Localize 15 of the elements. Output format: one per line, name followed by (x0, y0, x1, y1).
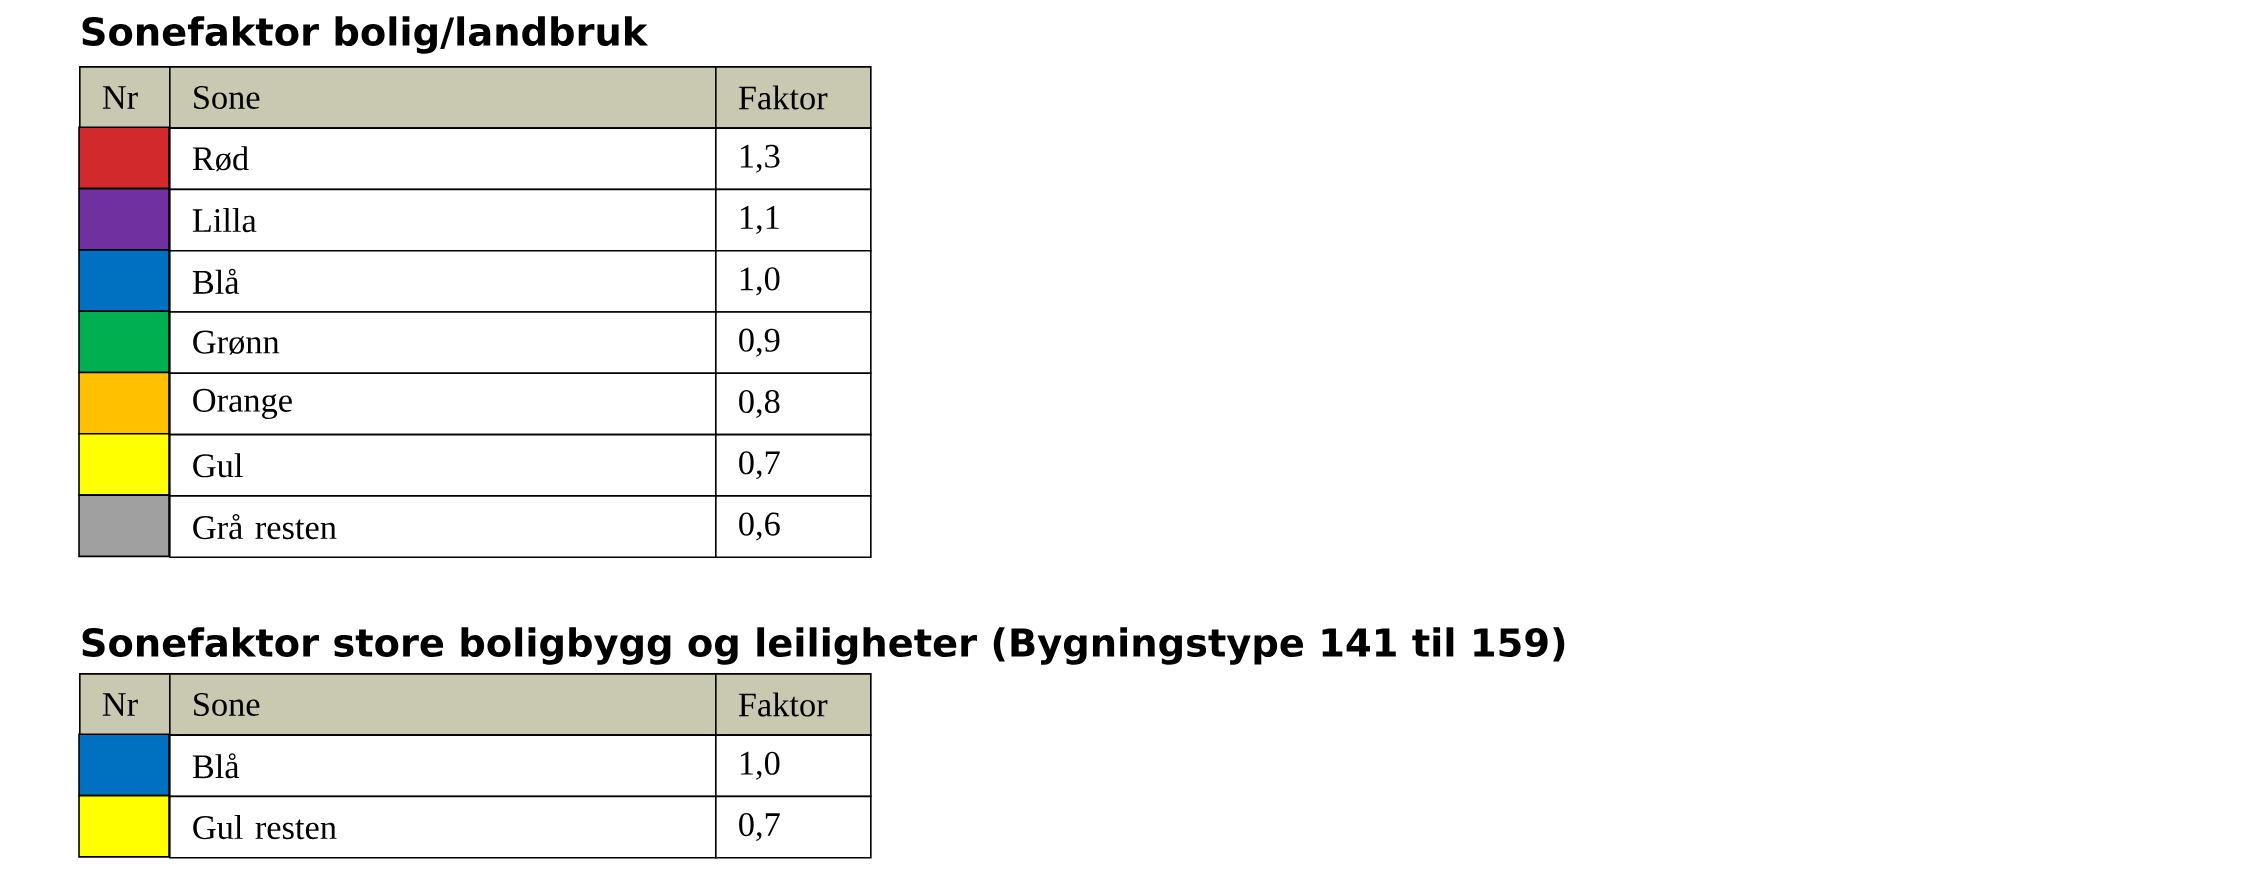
table-cell: 1,3 (715, 127, 872, 191)
table-cell: 0,6 (715, 495, 872, 558)
table-cell: 1,0 (715, 249, 872, 313)
table-cell: 0,8 (715, 372, 872, 436)
table-cell: 0,9 (715, 311, 872, 375)
table-title: Sonefaktor bolig/landbruk (82, 16, 649, 54)
header-cell: Nr (79, 66, 171, 129)
table-cell: 0,7 (715, 795, 872, 859)
table-title: Sonefaktor store boligbygg og leiligheter (Bygningstype 141 til 159) (82, 627, 1565, 665)
header-cell: Faktor (715, 673, 872, 736)
table-cell: 1,1 (715, 188, 872, 252)
table-cell: 0,7 (715, 433, 872, 497)
header-cell: Faktor (715, 66, 872, 129)
table-cell: 1,0 (715, 734, 872, 798)
header-cell: Nr (79, 673, 171, 736)
